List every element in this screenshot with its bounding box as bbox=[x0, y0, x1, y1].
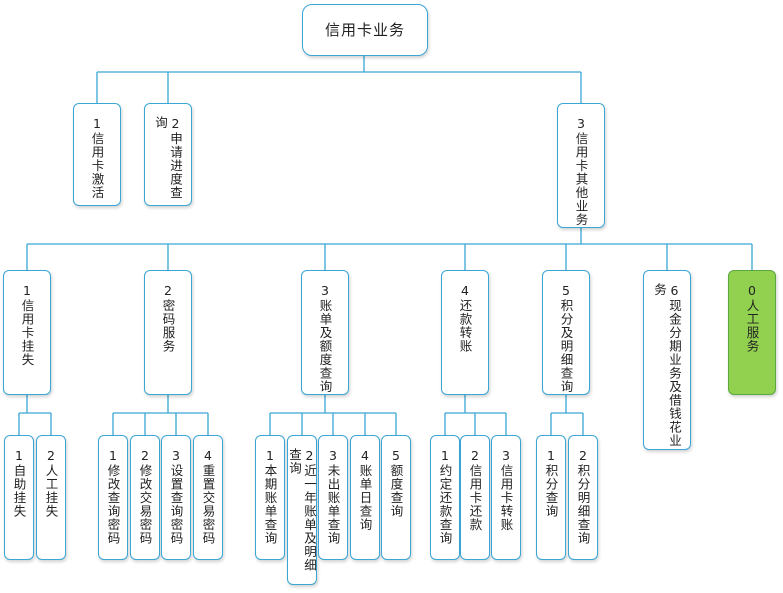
node-label: 2人工挂失 bbox=[43, 448, 59, 518]
node-cash-installment: 6现金分期业务及借钱花业务 bbox=[643, 270, 691, 450]
node-label: 6现金分期业务及借钱花业务 bbox=[652, 283, 682, 448]
node-change-transaction-password: 2修改交易密码 bbox=[130, 435, 160, 560]
node-application-progress: 2申请进度查询 bbox=[144, 103, 192, 206]
node-self-loss-report: 1自助挂失 bbox=[4, 435, 34, 560]
node-billing-date: 4账单日查询 bbox=[350, 435, 380, 560]
node-label: 4还款转账 bbox=[457, 283, 473, 353]
node-reset-transaction-password: 4重置交易密码 bbox=[193, 435, 223, 560]
node-label: 2申请进度查询 bbox=[153, 116, 183, 200]
node-change-query-password: 1修改查询密码 bbox=[98, 435, 128, 560]
node-current-statement: 1本期账单查询 bbox=[255, 435, 285, 560]
root-label: 信用卡业务 bbox=[324, 20, 405, 39]
node-label: 1约定还款查询 bbox=[437, 448, 453, 545]
node-label: 3信用卡其他业务 bbox=[573, 116, 589, 227]
node-label: 3未出账单查询 bbox=[325, 448, 341, 545]
node-other-card-services: 3信用卡其他业务 bbox=[557, 103, 605, 228]
node-label: 4账单日查询 bbox=[357, 448, 373, 532]
node-label: 1积分查询 bbox=[543, 448, 559, 518]
node-points-query: 5积分及明细查询 bbox=[542, 270, 590, 395]
node-label: 1信用卡挂失 bbox=[19, 283, 35, 367]
root-node: 信用卡业务 bbox=[302, 4, 428, 56]
node-label: 2密码服务 bbox=[160, 283, 176, 353]
node-card-activation: 1信用卡激活 bbox=[73, 103, 121, 206]
node-password-service: 2密码服务 bbox=[144, 270, 192, 395]
node-label: 3信用卡转账 bbox=[498, 448, 514, 532]
node-repayment-transfer: 4还款转账 bbox=[441, 270, 489, 395]
node-label: 4重置交易密码 bbox=[200, 448, 216, 545]
node-label: 3设置查询密码 bbox=[168, 448, 184, 545]
node-points-details: 2积分明细查询 bbox=[568, 435, 598, 560]
node-year-statement-details: 2近一年账单及明细查询 bbox=[287, 435, 317, 585]
node-label: 1信用卡激活 bbox=[89, 116, 105, 200]
node-label: 1修改查询密码 bbox=[105, 448, 121, 545]
node-label: 2信用卡还款 bbox=[467, 448, 483, 532]
node-label: 3账单及额度查询 bbox=[317, 283, 333, 394]
node-label: 2近一年账单及明细查询 bbox=[287, 448, 317, 572]
node-label: 2修改交易密码 bbox=[137, 448, 153, 545]
node-card-transfer: 3信用卡转账 bbox=[491, 435, 521, 560]
node-points-balance: 1积分查询 bbox=[536, 435, 566, 560]
node-loss-report: 1信用卡挂失 bbox=[3, 270, 51, 395]
node-credit-limit: 5额度查询 bbox=[381, 435, 411, 560]
node-card-repayment: 2信用卡还款 bbox=[460, 435, 490, 560]
node-label: 5额度查询 bbox=[388, 448, 404, 518]
node-label: 1自助挂失 bbox=[11, 448, 27, 518]
node-set-query-password: 3设置查询密码 bbox=[161, 435, 191, 560]
node-unbilled-statement: 3未出账单查询 bbox=[318, 435, 348, 560]
node-label: 2积分明细查询 bbox=[575, 448, 591, 545]
node-label: 5积分及明细查询 bbox=[558, 283, 574, 394]
node-scheduled-repayment: 1约定还款查询 bbox=[430, 435, 460, 560]
node-label: 1本期账单查询 bbox=[262, 448, 278, 545]
node-label: 0人工服务 bbox=[744, 283, 760, 353]
node-manual-loss-report: 2人工挂失 bbox=[36, 435, 66, 560]
node-manual-service: 0人工服务 bbox=[728, 270, 776, 395]
node-statement-limit-query: 3账单及额度查询 bbox=[301, 270, 349, 395]
